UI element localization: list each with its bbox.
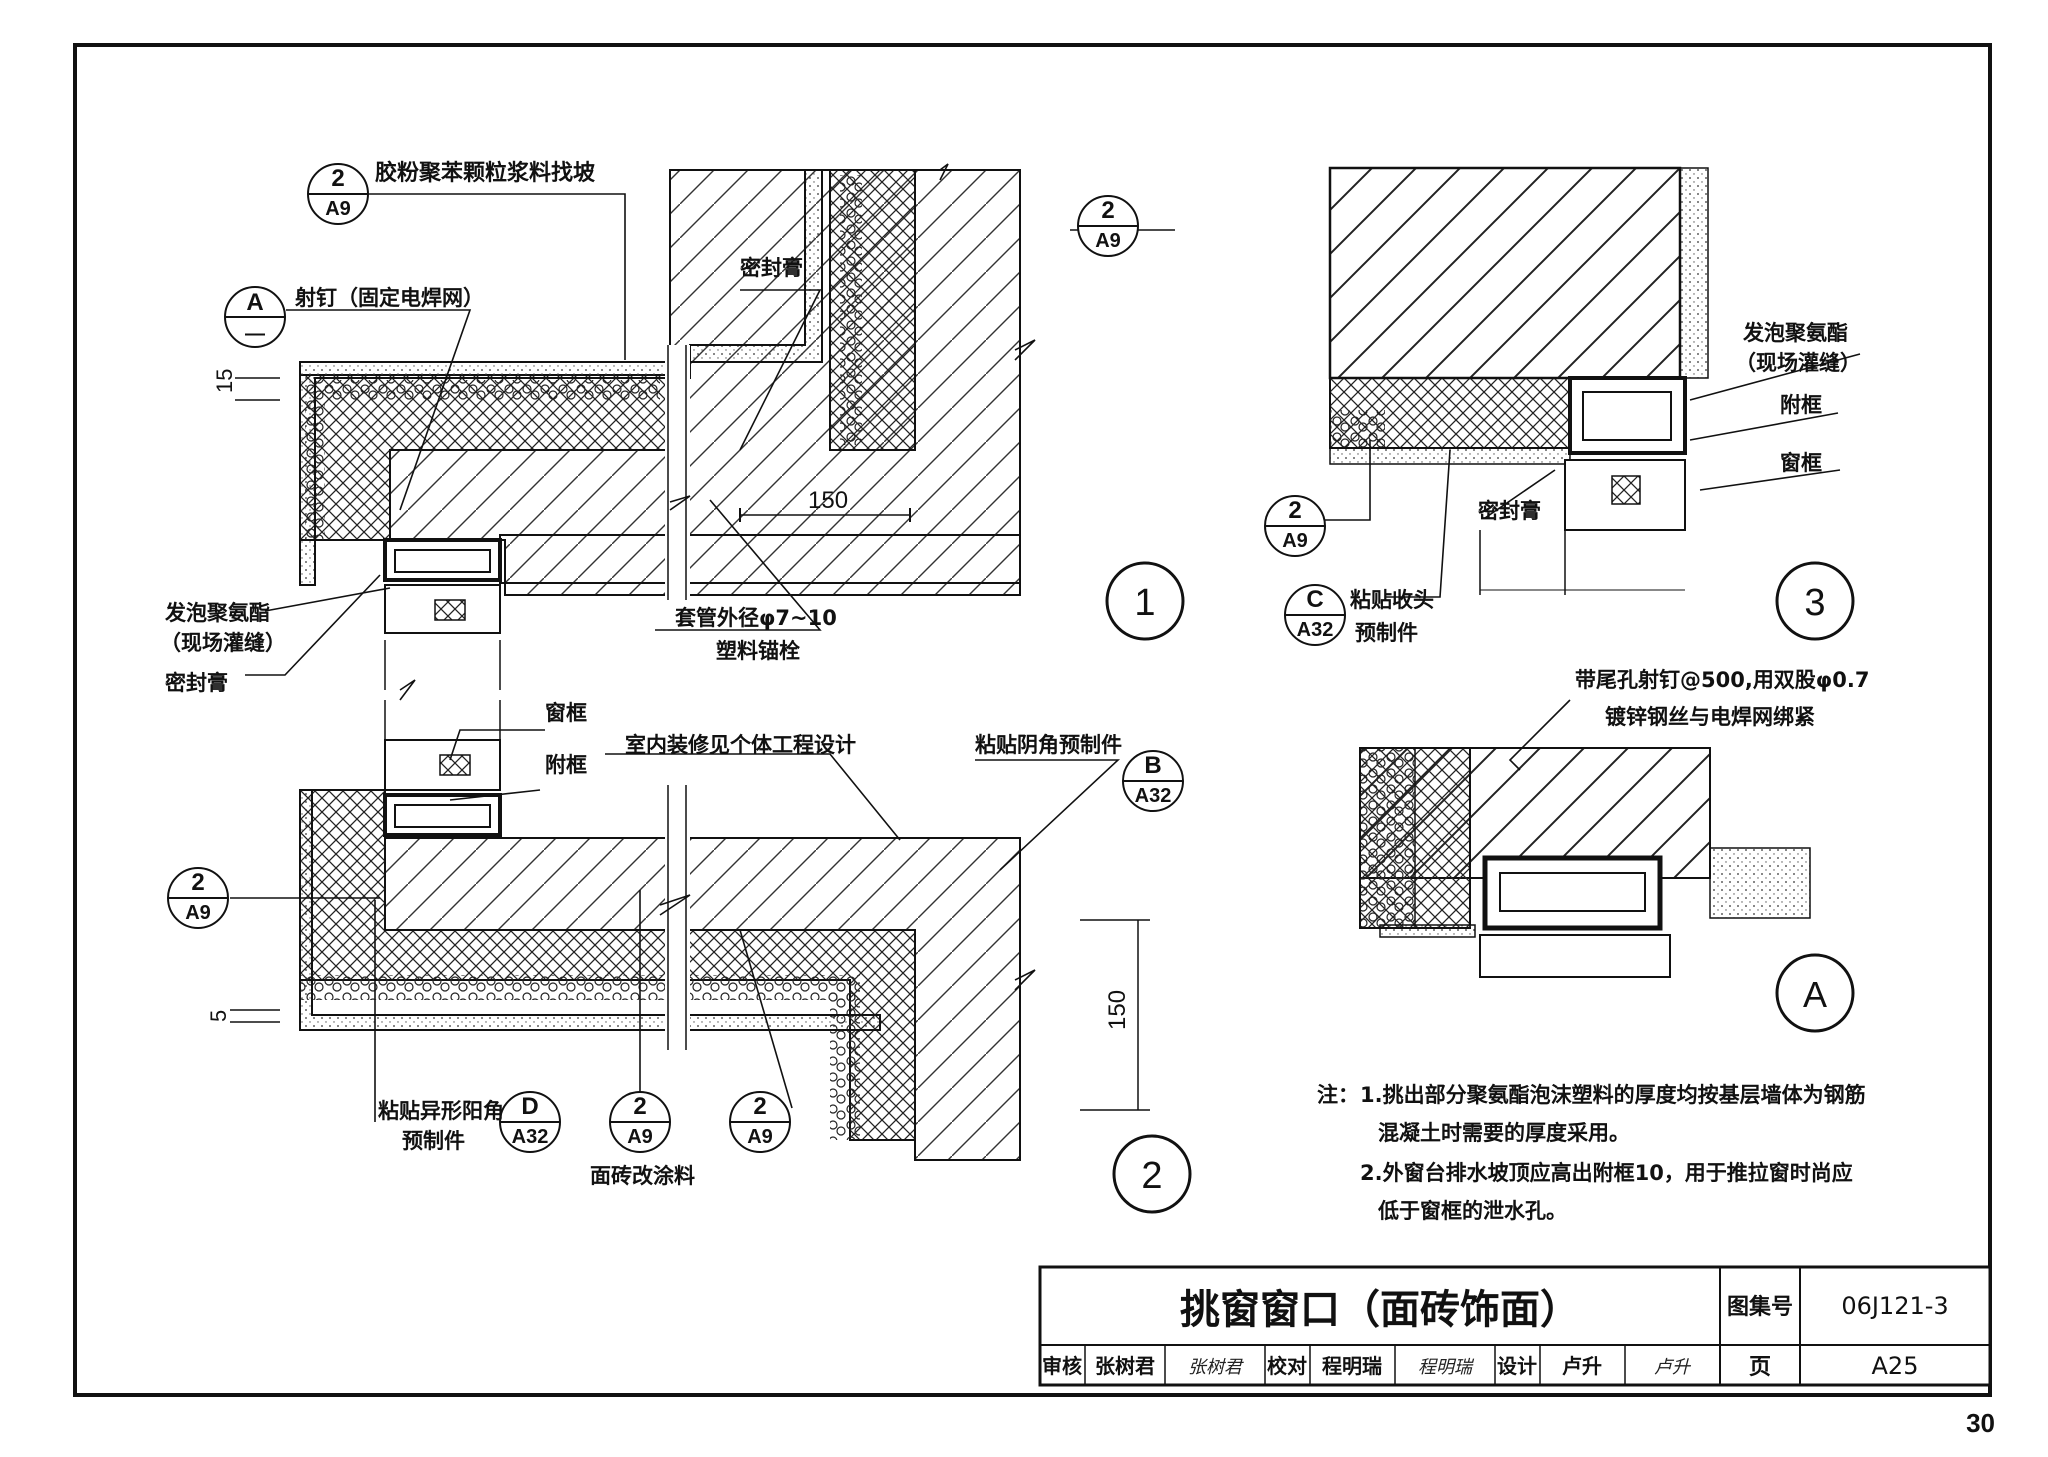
ref-2-a9-d3-sheet: A9: [1282, 530, 1308, 552]
dim-150-d2: 150: [1104, 990, 1131, 1030]
detail-2-section: [230, 700, 1150, 1161]
ref-b-letter: B: [1144, 752, 1161, 779]
ref-c-sheet: A32: [1297, 619, 1334, 641]
svg-text:2: 2: [1141, 1155, 1162, 1197]
ref-2-a9-top-number: 2: [331, 165, 344, 192]
break-lines: [399, 163, 1036, 991]
note-2b: 低于窗框的泄水孔。: [1377, 1199, 1567, 1223]
review-label: 审核: [1042, 1354, 1082, 1378]
ref-c-letter: C: [1306, 586, 1323, 613]
label-edge-prefab: 粘贴收头: [1350, 588, 1434, 612]
designer-signature: 卢升: [1654, 1357, 1692, 1378]
detail-marker-2: 2: [1112, 1134, 1192, 1214]
designer-name: 卢升: [1562, 1354, 1602, 1378]
note-1b: 混凝土时需要的厚度采用。: [1378, 1121, 1630, 1145]
ref-d-a32: D A32: [499, 1091, 561, 1153]
detail-1-section: [235, 169, 1021, 690]
label-outer-corner-prefab: 预制件: [402, 1129, 465, 1153]
detail-marker-3: 3: [1775, 561, 1855, 641]
detail-3-section: [1328, 166, 1709, 595]
label-foam-d3: 发泡聚氨酯: [1742, 321, 1848, 345]
label-foam-d1: 发泡聚氨酯: [164, 601, 270, 625]
checker-signature: 程明瑞: [1418, 1357, 1475, 1378]
design-label: 设计: [1497, 1354, 1537, 1378]
label-sealant-d3: 密封膏: [1478, 499, 1541, 523]
label-edge-prefab-2: 预制件: [1355, 621, 1418, 645]
svg-text:3: 3: [1804, 582, 1825, 624]
detail-a-section: [1359, 747, 1811, 978]
ref-b-sheet: A32: [1135, 785, 1172, 807]
ref-2-a9-mid-number: 2: [191, 869, 204, 896]
ref-d-letter: D: [521, 1093, 538, 1120]
label-sealant-d1: 密封膏: [740, 256, 803, 280]
ref-2-a9-bottom-mid-number: 2: [633, 1093, 646, 1120]
ref-2-a9-right: 2 A9: [1077, 195, 1139, 257]
ref-2-a9-right-number: 2: [1101, 197, 1114, 224]
atlas-label: 图集号: [1727, 1294, 1793, 1320]
dim-15: 15: [212, 369, 237, 393]
ref-2-a9-right-sheet: A9: [1095, 230, 1121, 252]
ref-2-a9-d3-number: 2: [1288, 497, 1301, 524]
svg-text:1: 1: [1134, 582, 1155, 624]
ref-2-a9-top-sheet: A9: [325, 198, 351, 220]
page-number-cell: A25: [1872, 1352, 1919, 1380]
ref-a-letter: A: [246, 289, 263, 316]
ref-a-dash: A —: [224, 286, 286, 348]
label-window-frame-d3: 窗框: [1780, 451, 1822, 475]
detail-marker-1: 1: [1105, 561, 1185, 641]
check-label: 校对: [1267, 1354, 1307, 1378]
ref-2-a9-bottom-right: 2 A9: [729, 1091, 791, 1153]
page-label: 页: [1749, 1355, 1771, 1380]
ref-2-a9-top: 2 A9: [307, 163, 369, 225]
label-foam-site-d3: （现场灌缝）: [1735, 351, 1861, 375]
ref-2-a9-bottom-right-number: 2: [753, 1093, 766, 1120]
label-sealant-d1-bottom: 密封膏: [165, 671, 228, 695]
label-subframe-d3: 附框: [1780, 393, 1822, 417]
label-nail: 射钉（固定电焊网）: [294, 286, 484, 310]
ref-2-a9-detail3: 2 A9: [1264, 495, 1326, 557]
ref-b-a32: B A32: [1122, 750, 1184, 812]
svg-text:A: A: [1803, 974, 1827, 1015]
label-anchor: 塑料锚栓: [716, 639, 800, 663]
label-outer-corner: 粘贴异形阳角: [378, 1099, 504, 1123]
reviewer-signature: 张树君: [1188, 1357, 1244, 1378]
atlas-number: 06J121-3: [1841, 1292, 1948, 1320]
label-tail-nail: 带尾孔射钉@500,用双股φ0.7: [1575, 668, 1869, 692]
notes-prefix: 注：: [1317, 1083, 1359, 1107]
drawing-title: 挑窗窗口（面砖饰面）: [1180, 1287, 1580, 1333]
ref-d-sheet: A32: [512, 1126, 549, 1148]
ref-c-a32: C A32: [1284, 584, 1346, 646]
note-2a: 2.外窗台排水坡顶应高出附框10，用于推拉窗时尚应: [1360, 1161, 1853, 1185]
label-window-frame-d2: 窗框: [545, 701, 587, 725]
label-subframe-d2: 附框: [545, 753, 587, 777]
label-interior: 室内装修见个体工程设计: [625, 733, 856, 757]
label-zinc-wire: 镀锌钢丝与电焊网绑紧: [1605, 705, 1815, 729]
ref-2-a9-bottom-mid: 2 A9: [609, 1091, 671, 1153]
note-1a: 1.挑出部分聚氨酯泡沫塑料的厚度均按基层墙体为钢筋: [1360, 1083, 1866, 1107]
label-tile-coating: 面砖改涂料: [590, 1164, 695, 1188]
dim-5: 5: [206, 1010, 231, 1022]
ref-2-a9-mid-left: 2 A9: [167, 867, 229, 929]
ref-2-a9-bottom-mid-sheet: A9: [627, 1126, 653, 1148]
title-block: 挑窗窗口（面砖饰面） 图集号 06J121-3 页 A25 审核 张树君 张树君…: [1038, 1265, 1992, 1387]
detail-marker-a: A: [1775, 953, 1855, 1033]
label-inner-corner: 粘贴阴角预制件: [975, 733, 1122, 757]
label-foam-site-d1: （现场灌缝）: [160, 631, 286, 655]
sheet-border: [73, 43, 1992, 1397]
checker-name: 程明瑞: [1322, 1354, 1382, 1378]
label-mortar: 胶粉聚苯颗粒浆料找坡: [375, 160, 595, 186]
ref-a-sheet: —: [245, 323, 265, 345]
ref-2-a9-mid-sheet: A9: [185, 902, 211, 924]
reviewer-name: 张树君: [1095, 1354, 1155, 1378]
dim-150-d1: 150: [808, 487, 848, 514]
ref-2-a9-bottom-right-sheet: A9: [747, 1126, 773, 1148]
label-sleeve: 套管外径φ7~10: [675, 606, 837, 630]
sheet-page-number: 30: [1966, 1408, 1995, 1438]
